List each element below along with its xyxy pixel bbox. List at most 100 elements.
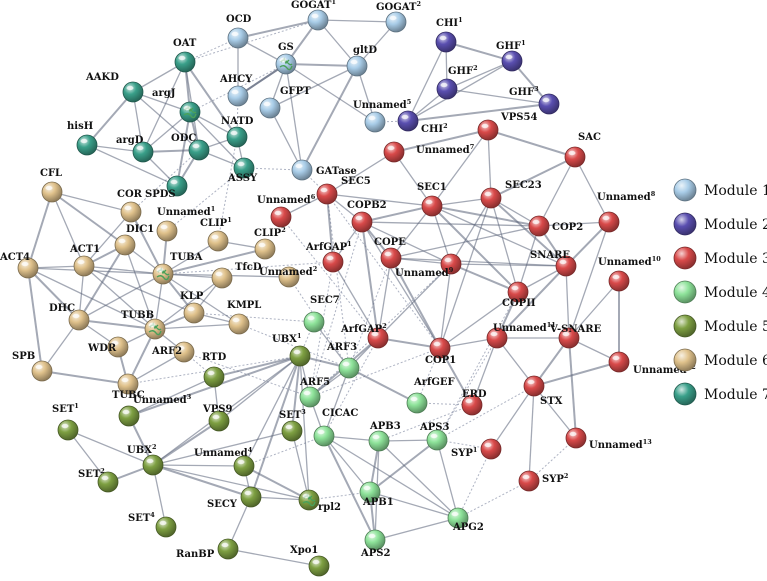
node-GHF3[interactable]: GHF3 (509, 85, 560, 115)
node-SEC23[interactable]: SEC23 (480, 180, 542, 209)
node-SPB[interactable]: SPB (12, 351, 53, 382)
node-Unnamed9[interactable]: Unnamed9 (395, 253, 462, 279)
dotted-edge-ERD-APB3 (378, 404, 473, 442)
node-KMPL[interactable]: KMPL (227, 300, 261, 335)
node-Unnamed6[interactable]: Unnamed6 (257, 193, 316, 228)
node-TUBA[interactable]: TUBA (152, 252, 203, 285)
node-Xpo1[interactable]: Xpo1 (290, 545, 330, 577)
node-CHI1[interactable]: CHI1 (435, 16, 463, 53)
node-SET1[interactable]: SET1 (52, 402, 79, 441)
node-OAT[interactable]: OAT (173, 38, 197, 73)
node-VSNARE[interactable]: V-SNARE (549, 324, 602, 349)
node-ACT1[interactable]: ACT1 (69, 244, 100, 277)
node-SPDS[interactable]: SPDS (145, 175, 188, 200)
node-GFPT[interactable]: GFPT (259, 86, 311, 119)
node-Unnamed7[interactable]: Unnamed7 (383, 141, 474, 163)
node-APG2[interactable]: APG2 (447, 507, 484, 533)
node-ODC[interactable]: ODC (171, 133, 210, 161)
node-TUBC[interactable]: TUBC (112, 373, 145, 401)
node-COR[interactable]: COR (117, 189, 143, 223)
node-DHC[interactable]: DHC (49, 303, 90, 331)
node-RTD[interactable]: RTD (202, 352, 227, 388)
node-label: OAT (173, 38, 197, 49)
node-SET3[interactable]: SET3 (279, 408, 306, 442)
node-Unnamed4[interactable]: Unnamed4 (194, 446, 255, 477)
node-KLP[interactable]: KLP (180, 291, 205, 324)
node-Unnamed2[interactable]: Unnamed2 (259, 265, 317, 288)
node-SYP1[interactable]: SYP1 (451, 438, 502, 460)
node-argD[interactable]: argD (116, 135, 154, 163)
node-CFL[interactable]: CFL (40, 168, 63, 203)
node-rpl2[interactable]: rpl2 (298, 489, 341, 513)
node-Unnamed8[interactable]: Unnamed8 (597, 190, 656, 233)
node-circle (538, 93, 560, 115)
node-SEC5[interactable]: SEC5 (316, 176, 371, 205)
node-GOGAT1[interactable]: GOGAT1 (291, 0, 336, 31)
node-UBX1[interactable]: UBX1 (272, 332, 311, 367)
node-ArfGEF[interactable]: ArfGEF (406, 377, 455, 414)
node-argJ[interactable]: argJ (152, 88, 201, 123)
node-highlight (350, 59, 358, 65)
node-AAKD[interactable]: AAKD (85, 72, 144, 103)
node-Unnamed1[interactable]: Unnamed1 (156, 205, 215, 242)
node-APS2[interactable]: APS2 (360, 529, 391, 559)
node-CLIP2[interactable]: CLIP2 (254, 226, 286, 260)
node-STX[interactable]: STX (523, 375, 563, 407)
node-APB1[interactable]: APB1 (359, 481, 394, 508)
edge-Unnamed7-VPS54 (393, 129, 489, 153)
node-NATD[interactable]: NATD (221, 116, 254, 148)
node-highlight (484, 442, 492, 448)
node-ARF2[interactable]: ARF2 (151, 341, 195, 363)
node-TUBB[interactable]: TUBB (121, 310, 166, 340)
node-SEC7[interactable]: SEC7 (303, 295, 340, 333)
node-SECY[interactable]: SECY (207, 486, 262, 510)
node-Unnamed5[interactable]: Unnamed5 (353, 98, 412, 133)
node-VPS54[interactable]: VPS54 (477, 112, 537, 141)
node-TfcD[interactable]: TfcD (211, 262, 262, 289)
node-label-name: NATD (221, 116, 254, 127)
node-GATase[interactable]: GATase (291, 159, 357, 181)
node-UBX2[interactable]: UBX2 (127, 443, 164, 476)
node-Unnamed13[interactable]: Unnamed13 (565, 427, 652, 451)
node-Unnamed10[interactable]: Unnamed10 (598, 255, 661, 292)
node-label: APS2 (360, 548, 391, 559)
node-ArfGAP1[interactable]: ArfGAP1 (305, 240, 352, 273)
node-WDR[interactable]: WDR (87, 336, 129, 358)
node-COPII[interactable]: COPII (502, 281, 536, 309)
node-ERD[interactable]: ERD (461, 389, 487, 416)
node-OCD[interactable]: OCD (226, 14, 252, 49)
node-GHF1[interactable]: GHF1 (496, 39, 526, 72)
node-GS[interactable]: GS (275, 42, 297, 75)
node-hisH[interactable]: hisH (67, 121, 98, 156)
node-SEC1[interactable]: SEC1 (417, 182, 447, 217)
node-DIC1[interactable]: DIC1 (114, 224, 154, 256)
node-CHI2[interactable]: CHI2 (397, 110, 448, 135)
node-Unnamed11[interactable]: Unnamed11 (486, 321, 556, 349)
node-ARF3[interactable]: ARF3 (326, 342, 360, 379)
node-COPE[interactable]: COPE (374, 237, 406, 269)
node-SYP2[interactable]: SYP2 (518, 470, 568, 492)
node-AHCY[interactable]: AHCY (219, 74, 253, 107)
node-GHF2[interactable]: GHF2 (436, 64, 478, 100)
node-COP2[interactable]: COP2 (528, 215, 583, 237)
node-ArfGAP2[interactable]: ArfGAP2 (340, 322, 389, 349)
node-GOGAT2[interactable]: GOGAT2 (376, 0, 421, 33)
node-Unnamed3[interactable]: Unnamed3 (118, 393, 192, 427)
node-SNARE[interactable]: SNARE (530, 250, 577, 277)
node-CICAC[interactable]: CICAC (313, 408, 358, 447)
node-RanBP[interactable]: RanBP (176, 538, 239, 560)
node-APB3[interactable]: APB3 (368, 421, 401, 452)
node-SET4[interactable]: SET4 (128, 511, 177, 538)
node-VPS9[interactable]: VPS9 (202, 404, 233, 432)
node-ARF5[interactable]: ARF5 (299, 377, 330, 408)
node-SET2[interactable]: SET2 (78, 467, 119, 493)
node-ACT4[interactable]: ACT4 (0, 252, 39, 279)
node-APS3[interactable]: APS3 (419, 422, 450, 451)
node-SAC[interactable]: SAC (564, 132, 601, 168)
node-gltD[interactable]: gltD (346, 45, 377, 77)
node-label-name: CHI (436, 18, 458, 29)
node-COPB2[interactable]: COPB2 (347, 200, 387, 233)
node-COP1[interactable]: COP1 (425, 337, 456, 366)
node-ASSY[interactable]: ASSY (227, 157, 258, 184)
node-CLIP1[interactable]: CLIP1 (200, 216, 232, 252)
